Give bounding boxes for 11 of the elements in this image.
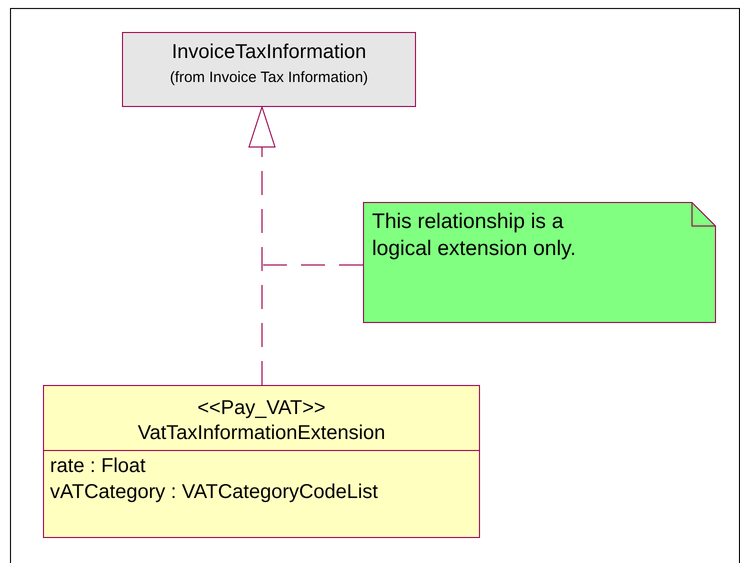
class-name: VatTaxInformationExtension bbox=[136, 421, 386, 446]
stereotype-label: <<Pay_VAT>> bbox=[196, 396, 327, 421]
attribute-text: rate : Float bbox=[49, 454, 147, 479]
class-name: InvoiceTaxInformation bbox=[170, 40, 368, 65]
class-box bbox=[122, 32, 416, 107]
realization-arrow bbox=[248, 106, 276, 386]
note-text: This relationship is a logical extension only. bbox=[372, 209, 577, 262]
package-label: (from Invoice Tax Information) bbox=[168, 69, 370, 88]
note-anchor-line bbox=[262, 264, 364, 266]
attribute-text: vATCategory : VATCategoryCodeList bbox=[49, 480, 379, 505]
class-box bbox=[43, 385, 480, 538]
